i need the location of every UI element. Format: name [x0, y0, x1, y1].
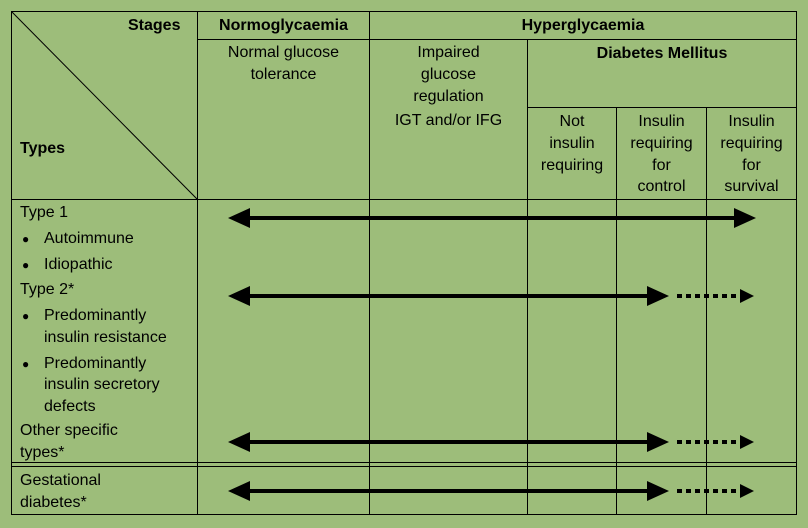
gestational-line2: diabetes* [20, 494, 87, 511]
not-insulin-line3: requiring [540, 157, 604, 174]
insulin-resistance-line2: insulin resistance [44, 329, 167, 346]
types-label: Types [20, 140, 66, 157]
autoimmune-label: Autoimmune [44, 230, 134, 247]
type1-label: Type 1 [20, 204, 69, 221]
insulin-survival-line3: for [742, 157, 761, 174]
insulin-control-line2: requiring [630, 135, 693, 152]
insulin-survival-line1: Insulin [728, 113, 775, 130]
type2-label: Type 2* [20, 281, 75, 298]
diagonal-line [11, 11, 198, 200]
other-specific-line2: types* [20, 444, 65, 461]
insulin-resistance-line1: Predominantly [44, 307, 147, 324]
type1-arrow [228, 208, 756, 228]
bullet-icon: ● [22, 232, 30, 246]
bullet-icon: ● [22, 357, 30, 371]
normoglycaemia-header: Normoglycaemia [219, 17, 348, 34]
insulin-control-line1: Insulin [638, 113, 685, 130]
outer-border [11, 11, 797, 515]
idiopathic-label: Idiopathic [44, 256, 113, 273]
gestational-line1: Gestational [20, 472, 101, 489]
secretory-defects-line1: Predominantly [44, 355, 147, 372]
bullet-icon: ● [22, 258, 30, 272]
insulin-survival-line2: requiring [720, 135, 783, 152]
insulin-survival-line4: survival [724, 178, 779, 195]
not-insulin-line1: Not [559, 113, 585, 130]
bullet-icon: ● [22, 309, 30, 323]
impaired-glucose-line1: Impaired [417, 44, 480, 61]
normal-glucose-tolerance-line1: Normal glucose [227, 44, 340, 61]
not-insulin-line2: insulin [549, 135, 595, 152]
insulin-control-line4: control [637, 178, 686, 195]
stages-label: Stages [128, 17, 181, 34]
insulin-control-line3: for [652, 157, 671, 174]
other-specific-line1: Other specific [20, 422, 118, 439]
hyperglycaemia-header: Hyperglycaemia [521, 17, 645, 34]
type2-arrow [228, 286, 754, 306]
gestational-arrow [228, 481, 754, 501]
igt-ifg-label: IGT and/or IFG [394, 112, 503, 129]
secretory-defects-line2: insulin secretory [44, 376, 160, 393]
normal-glucose-tolerance-line2: tolerance [250, 66, 317, 83]
diabetes-mellitus-header: Diabetes Mellitus [596, 45, 728, 62]
secretory-defects-line3: defects [44, 398, 96, 415]
impaired-glucose-line3: regulation [413, 88, 484, 105]
other-specific-arrow [228, 432, 754, 452]
impaired-glucose-line2: glucose [420, 66, 477, 83]
